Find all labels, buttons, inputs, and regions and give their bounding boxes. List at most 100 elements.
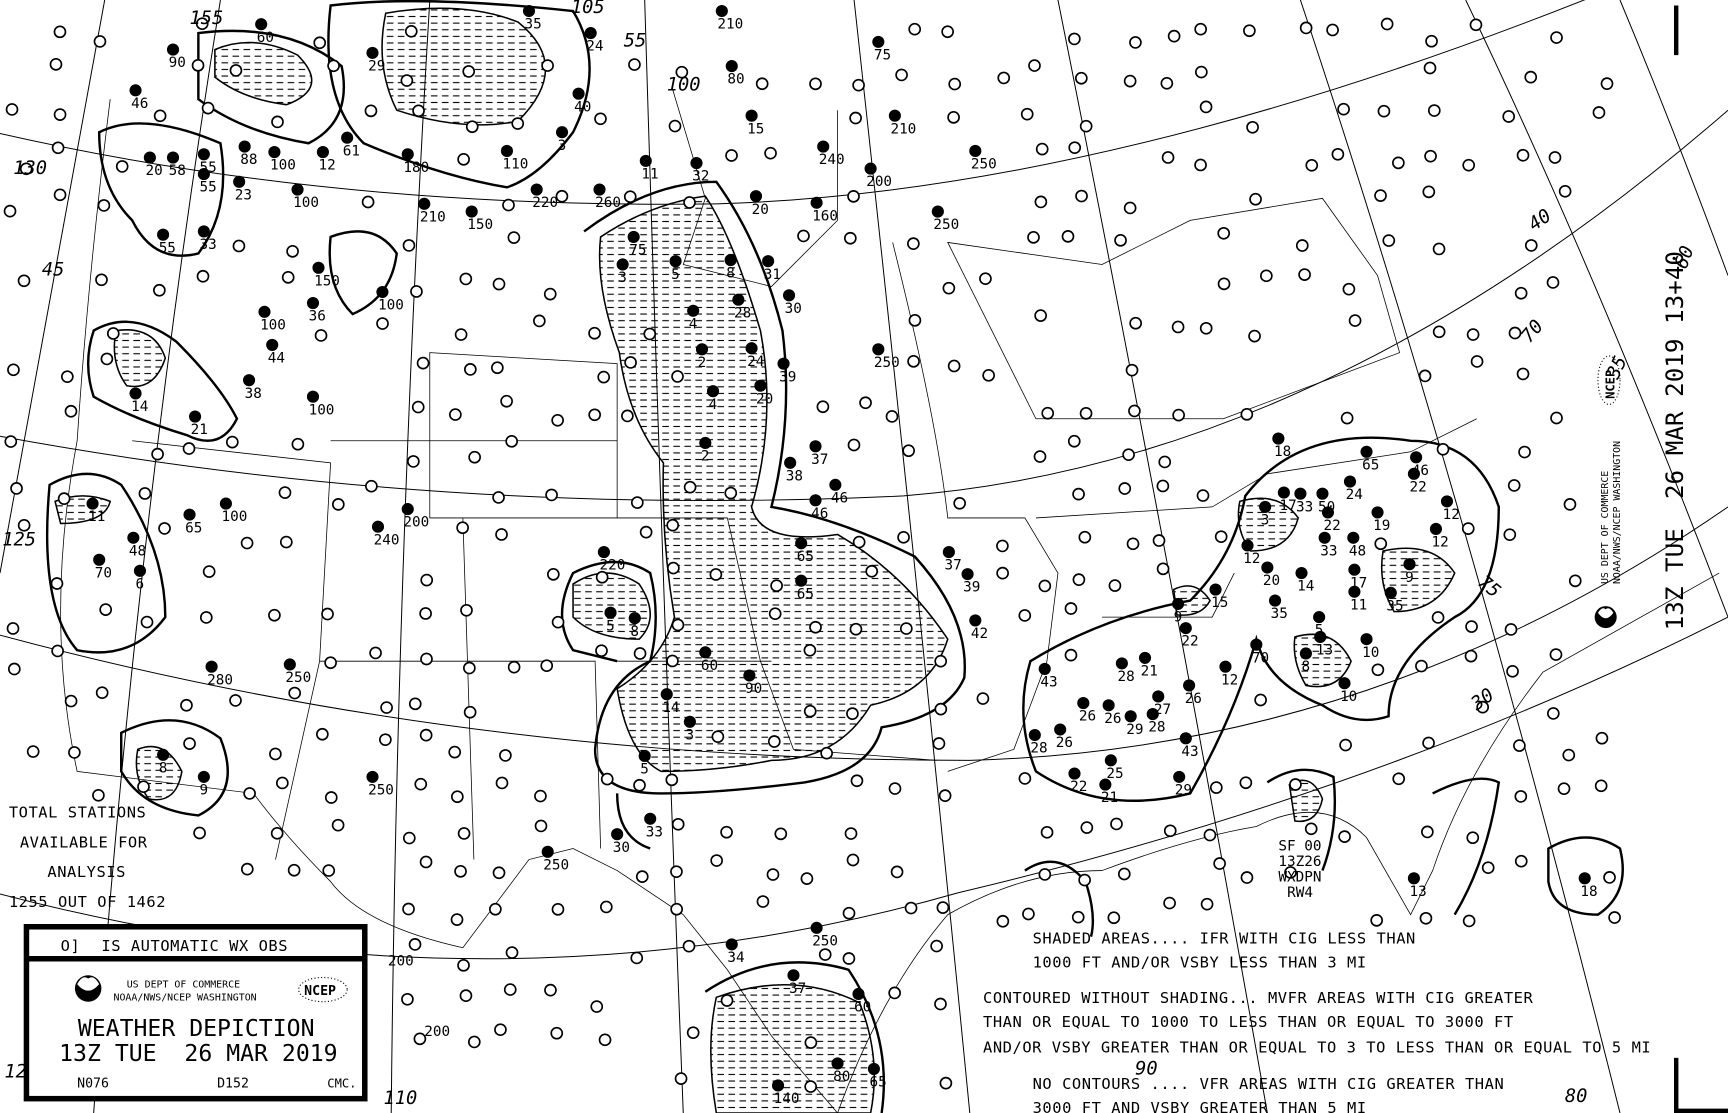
sky-cover-clear-icon [278, 486, 292, 499]
sky-cover-clear-icon [1469, 18, 1483, 32]
sky-cover-overcast-icon [197, 168, 210, 181]
station-ceiling-value: 32 [692, 169, 709, 185]
station-ceiling-value: 20 [145, 163, 162, 179]
station-plot: 30 [611, 828, 630, 856]
sky-cover-clear-icon [1507, 479, 1521, 492]
sky-cover-clear-icon [322, 864, 336, 877]
sky-cover-clear-icon [1550, 411, 1563, 425]
sky-cover-clear-icon [1481, 861, 1495, 875]
station-ceiling-value: 220 [532, 195, 558, 211]
sky-cover-clear-icon [451, 790, 464, 804]
sky-cover-overcast-icon [1429, 522, 1443, 536]
sky-cover-clear-icon [809, 77, 822, 91]
sky-cover-clear-icon [671, 370, 684, 383]
sky-cover-clear-icon [151, 447, 164, 461]
station-plot: 12 [1219, 660, 1238, 688]
sky-cover-clear-icon [1041, 406, 1055, 420]
sky-cover-overcast-icon [931, 205, 944, 218]
sky-cover-overcast-icon [283, 658, 296, 671]
station-plot: 33 [1294, 487, 1313, 515]
sky-cover-clear-icon [633, 647, 647, 660]
sky-cover-clear-icon [1249, 192, 1262, 206]
sky-cover-clear-icon [376, 317, 389, 330]
sky-cover-overcast-icon [86, 497, 99, 510]
sky-cover-clear-icon [182, 442, 196, 455]
sky-cover-clear-icon [842, 952, 856, 965]
station-plot: 100 [219, 497, 247, 525]
station-plot: 280 [205, 660, 233, 688]
agency-line-1: US DEPT OF COMMERCE [127, 979, 240, 990]
sky-cover-clear-icon [1114, 234, 1127, 247]
sky-cover-clear-icon [1424, 149, 1437, 163]
sky-cover-clear-icon [1392, 156, 1405, 170]
station-plot: 240 [817, 140, 845, 168]
sky-cover-clear-icon [1163, 896, 1176, 910]
sky-cover-overcast-icon [1209, 583, 1222, 596]
station-plot: 29 [1124, 710, 1144, 738]
sky-cover-clear-icon [1563, 498, 1577, 511]
sky-cover-clear-icon [846, 707, 859, 720]
station-ceiling-value: 43 [1181, 744, 1198, 760]
station-plot: 88 [238, 140, 257, 168]
side-title-text: 13Z TUE 26 MAR 2019 13+40 [1660, 251, 1689, 630]
station-ceiling-value: 42 [971, 626, 988, 642]
station-ceiling-value: 37 [811, 452, 828, 468]
sky-cover-clear-icon [324, 791, 338, 804]
sky-cover-clear-icon [1461, 522, 1475, 535]
station-ceiling-value: 9 [1174, 610, 1183, 626]
sky-cover-overcast-icon [584, 26, 597, 40]
sky-cover-overcast-icon [93, 553, 106, 566]
sky-cover-overcast-icon [1077, 697, 1090, 710]
sky-cover-clear-icon [57, 492, 71, 505]
sky-cover-clear-icon [1199, 321, 1213, 335]
sky-cover-clear-icon [670, 902, 683, 916]
sky-cover-overcast-icon [644, 812, 657, 825]
station-plot: 22 [1407, 467, 1427, 495]
station-ceiling-value: 220 [600, 558, 626, 574]
station-ceiling-value: 15 [747, 121, 764, 137]
sky-cover-clear-icon [1034, 309, 1047, 322]
sky-cover-clear-icon [1392, 772, 1406, 786]
sky-cover-clear-icon [457, 153, 470, 166]
sky-cover-clear-icon [10, 482, 23, 495]
sky-cover-clear-icon [158, 522, 171, 535]
sky-cover-clear-icon [240, 536, 254, 550]
sky-cover-clear-icon [623, 190, 637, 204]
sky-cover-clear-icon [997, 71, 1011, 85]
sky-cover-clear-icon [6, 622, 20, 635]
sky-cover-clear-icon [64, 694, 78, 708]
sky-cover-clear-icon [502, 198, 515, 212]
sky-cover-overcast-icon [1115, 657, 1128, 670]
station-plot: 250 [541, 845, 569, 873]
station-plot: 11 [86, 497, 105, 525]
station-ceiling-value: 14 [1297, 579, 1314, 595]
sky-cover-overcast-icon [660, 688, 673, 701]
sky-cover-clear-icon [492, 866, 506, 880]
sky-cover-overcast-icon [366, 770, 379, 783]
sky-cover-clear-icon [818, 948, 832, 961]
sky-cover-clear-icon [1427, 104, 1441, 117]
sky-cover-clear-icon [1514, 854, 1528, 868]
sky-cover-clear-icon [364, 104, 378, 118]
station-ceiling-value: 250 [971, 157, 997, 173]
station-plot: 37 [809, 440, 828, 468]
sky-cover-clear-icon [904, 901, 918, 915]
sky-cover-clear-icon [456, 521, 469, 535]
sky-cover-overcast-icon [555, 126, 569, 139]
station-plot: 11 [1348, 585, 1367, 613]
sky-cover-overcast-icon [695, 343, 709, 356]
sky-cover-clear-icon [666, 654, 679, 668]
station-plot: 4 [687, 304, 700, 332]
sky-cover-clear-icon [225, 435, 239, 449]
sky-cover-clear-icon [635, 870, 649, 883]
sky-cover-clear-icon [711, 730, 725, 744]
sky-cover-clear-icon [115, 160, 129, 173]
sky-cover-clear-icon [19, 162, 33, 176]
sky-cover-overcast-icon [238, 140, 251, 153]
sky-cover-clear-icon [1419, 911, 1433, 925]
station-plot: 26 [1102, 699, 1121, 727]
sky-cover-clear-icon [590, 1000, 604, 1013]
station-ceiling-value: 20 [1263, 573, 1280, 589]
station-ceiling-value: 70 [95, 565, 112, 581]
sky-cover-clear-icon [1260, 269, 1273, 283]
